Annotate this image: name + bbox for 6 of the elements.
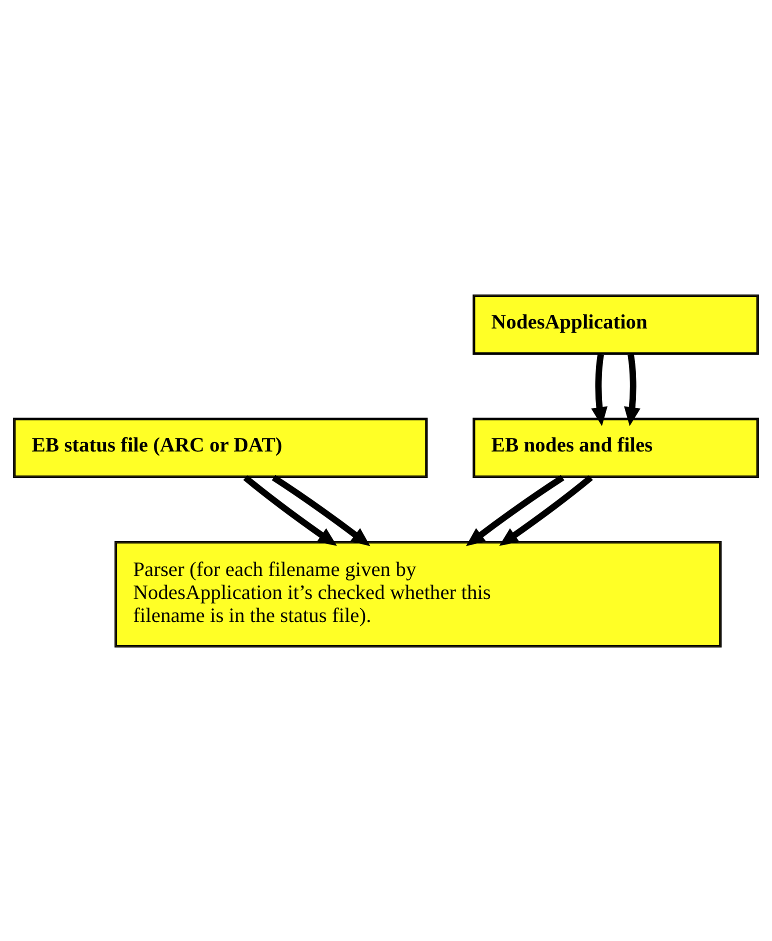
arrow (243, 474, 337, 546)
arrow (499, 474, 593, 546)
arrow (272, 474, 370, 546)
arrow (466, 474, 564, 546)
arrow (624, 354, 640, 426)
arrow (591, 354, 608, 426)
